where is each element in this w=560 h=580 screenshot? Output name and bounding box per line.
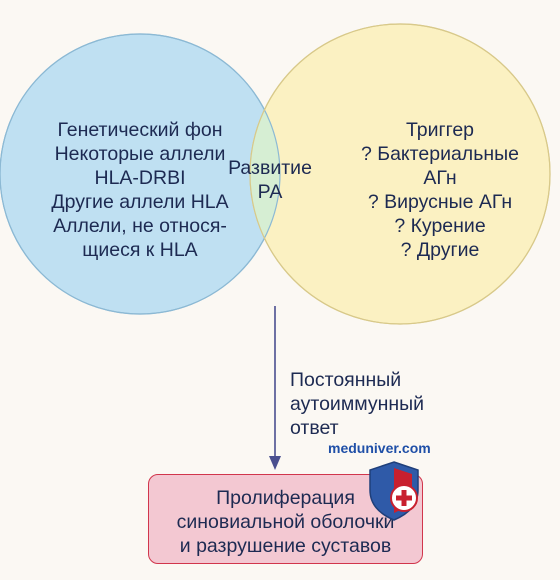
trigger-line: ? Другие — [400, 239, 480, 261]
trigger-line: ? Вирусные АГн — [367, 191, 513, 213]
genetic-line: Другие аллели HLA — [51, 191, 229, 213]
genetic-line: Некоторые аллели — [54, 143, 226, 165]
genetic-line: щиеся к HLA — [82, 239, 198, 261]
trigger-line: ? Курение — [394, 215, 486, 237]
trigger-factors-text: Триггер ? Бактериальные АГн ? Вирусные А… — [338, 118, 542, 262]
genetic-circle-outline — [0, 33, 281, 315]
genetic-line: Генетический фон — [57, 119, 223, 141]
response-line: аутоиммунный — [290, 393, 425, 415]
autoimmune-response-label: Постоянный аутоиммунный ответ — [290, 368, 424, 440]
result-text: Пролиферация синовиальной оболочки и раз… — [148, 486, 423, 558]
result-line: Пролиферация — [216, 487, 355, 509]
genetic-factors-text: Генетический фон Некоторые аллели HLA-DR… — [40, 118, 240, 262]
genetic-line: Аллели, не относя- — [53, 215, 227, 237]
ra-line: РА — [257, 181, 283, 203]
shield-cross-icon — [369, 461, 419, 521]
response-line: Постоянный — [290, 369, 402, 391]
result-line: синовиальной оболочки — [176, 511, 395, 533]
trigger-line: Триггер — [405, 119, 475, 141]
result-line: и разрушение суставов — [179, 535, 392, 557]
arrow-head — [269, 456, 281, 470]
watermark-text: meduniver.com — [328, 440, 431, 456]
response-line: ответ — [290, 417, 339, 439]
ra-development-text: Развитие РА — [222, 156, 318, 204]
genetic-line: HLA-DRBI — [94, 167, 186, 189]
trigger-circle-outline — [249, 23, 551, 325]
trigger-line: АГн — [423, 167, 457, 189]
ra-line: Развитие — [228, 157, 312, 179]
trigger-line: ? Бактериальные — [361, 143, 519, 165]
